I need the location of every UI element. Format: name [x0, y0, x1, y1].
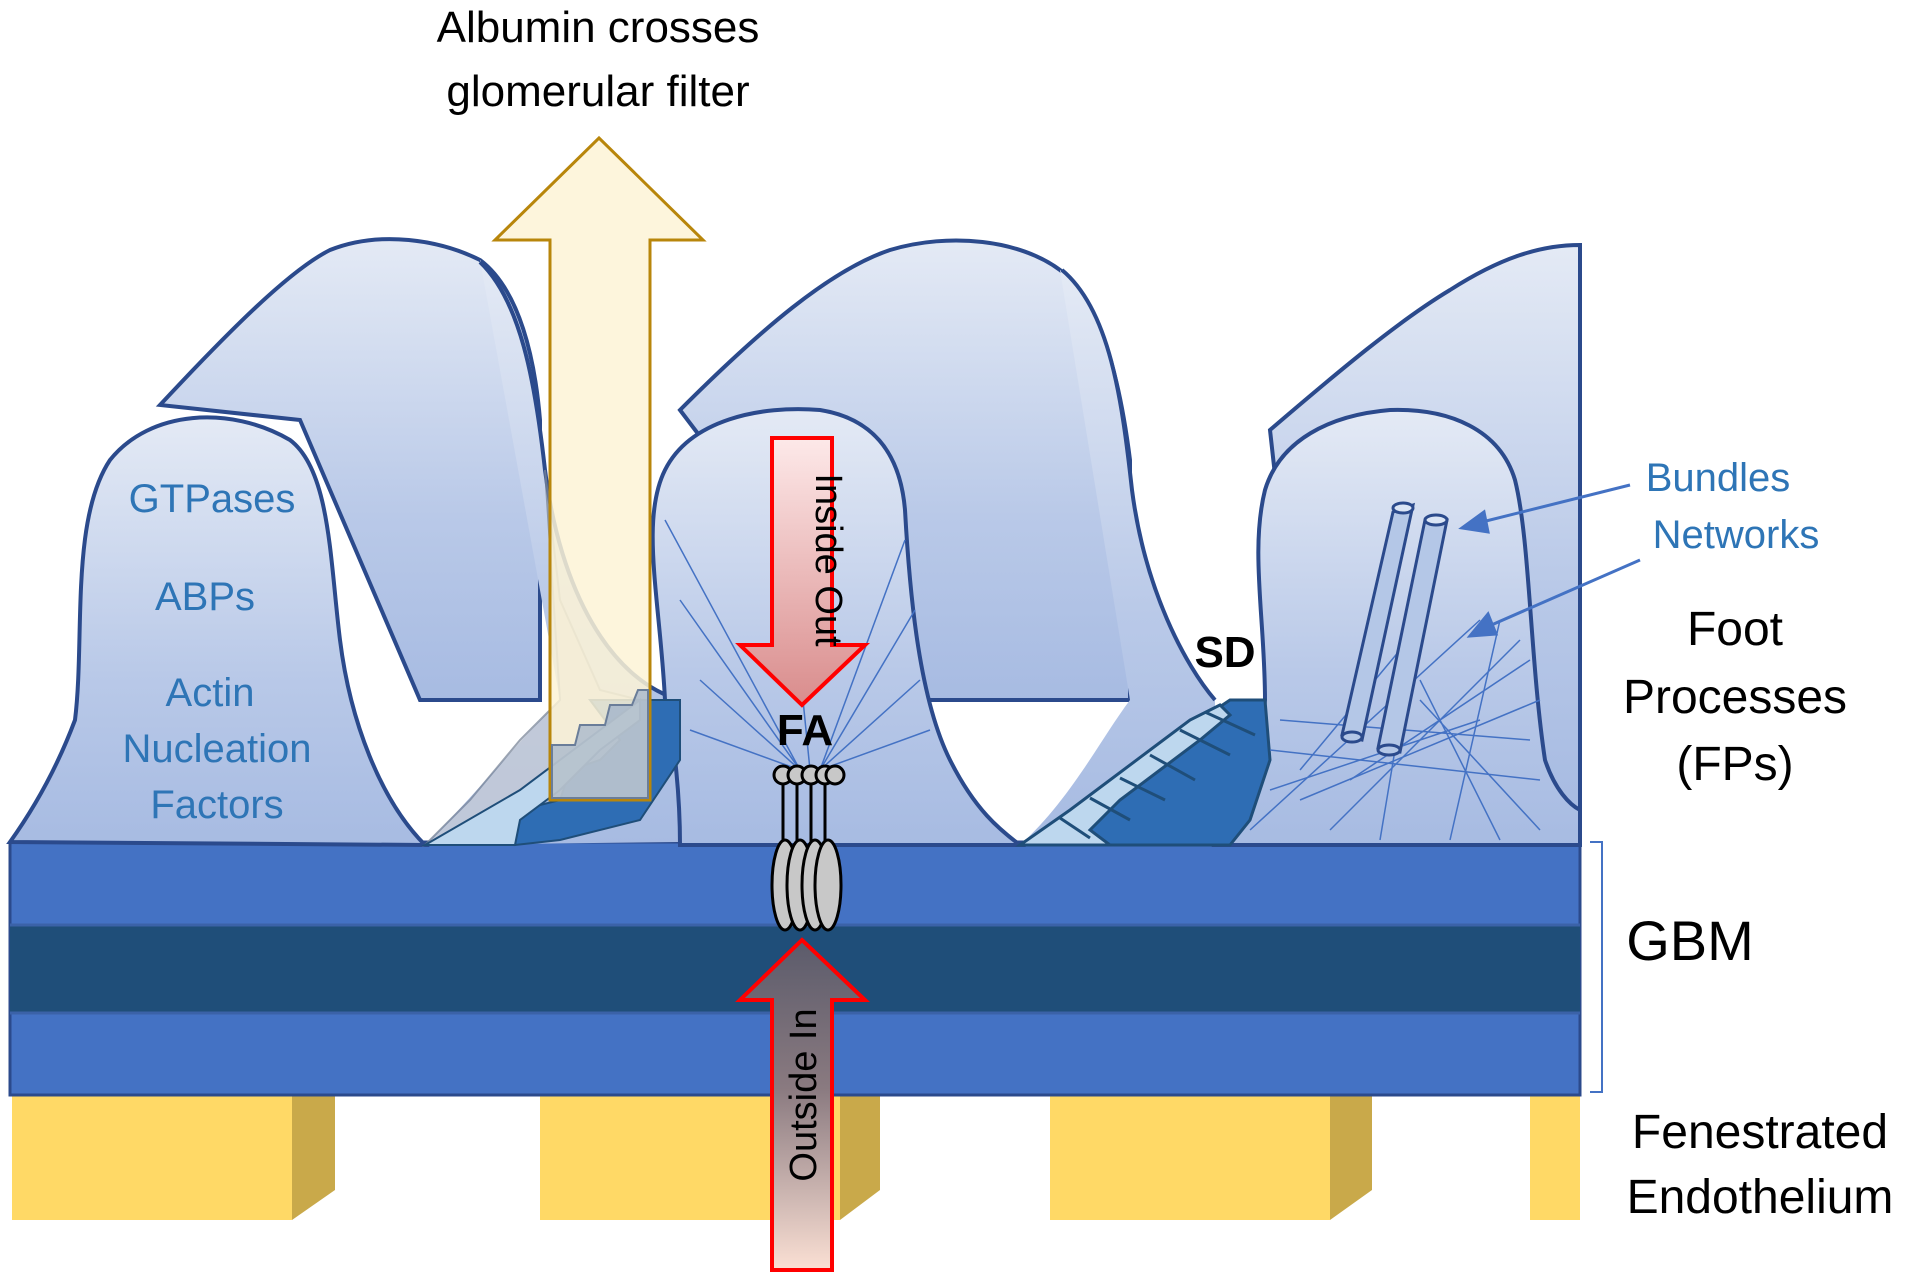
- albumin-arrow-staircase: [551, 689, 649, 799]
- title-line-2: glomerular filter: [446, 67, 749, 116]
- inside-out-label: Inside Out: [807, 473, 849, 647]
- label-nucleation: Nucleation: [122, 727, 311, 771]
- label-networks: Networks: [1653, 513, 1820, 557]
- endothelium: [12, 1095, 1580, 1220]
- endothelium-block: [1530, 1095, 1580, 1220]
- endothelium-block-side: [1330, 1095, 1372, 1220]
- label-pointers: [1458, 483, 1641, 638]
- gbm-bracket: [1590, 841, 1603, 1093]
- slit-diaphragm-sd: [1015, 698, 1272, 847]
- foot-process-back: [155, 237, 542, 702]
- endothelium-block: [12, 1095, 292, 1220]
- label-fa: FA: [777, 706, 833, 755]
- label-sd: SD: [1194, 628, 1255, 677]
- label-fenestrated: Fenestrated: [1632, 1106, 1888, 1159]
- label-actin: Actin: [166, 671, 255, 715]
- label-endothelium: Endothelium: [1627, 1171, 1894, 1224]
- endothelium-block: [1050, 1095, 1330, 1220]
- endothelium-block-side: [840, 1095, 880, 1220]
- outside-in-arrow: [735, 937, 870, 1272]
- actin-bundles: [1340, 501, 1449, 757]
- label-fps: (FPs): [1676, 738, 1793, 791]
- label-foot: Foot: [1687, 603, 1783, 656]
- inside-out-arrow: [735, 436, 870, 708]
- label-gbm: GBM: [1626, 909, 1754, 972]
- albumin-arrow: [491, 135, 707, 802]
- outside-in-label: Outside In: [783, 1008, 825, 1181]
- foot-process-left: [6, 415, 430, 848]
- label-bundles: Bundles: [1646, 456, 1791, 500]
- label-abps: ABPs: [155, 575, 255, 619]
- integrin-cluster: [770, 764, 846, 932]
- label-factors: Factors: [150, 783, 283, 827]
- endothelium-block-side: [292, 1095, 335, 1220]
- title-line-1: Albumin crosses: [437, 3, 760, 52]
- label-processes: Processes: [1623, 671, 1847, 724]
- label-gtpases: GTPases: [129, 477, 296, 521]
